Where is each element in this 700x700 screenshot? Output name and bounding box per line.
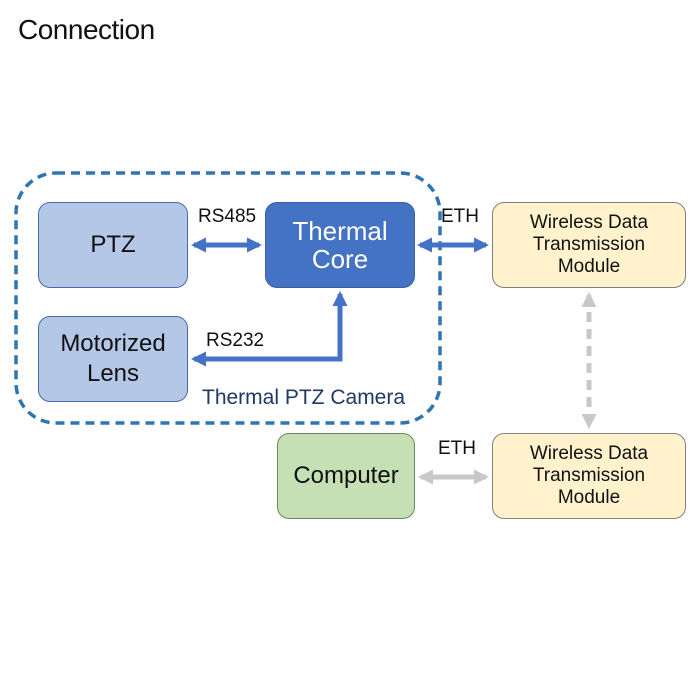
wireless-top-line1: Wireless Data (529, 212, 649, 233)
ptz-node: PTZ (38, 202, 188, 288)
wireless-module-top-node: Wireless Data Transmission Module (492, 202, 686, 288)
computer-label: Computer (293, 462, 399, 489)
rs232-label: RS232 (206, 330, 265, 351)
thermal-core-node: Thermal Core (265, 202, 415, 288)
thermal-core-line2: Core (311, 244, 369, 274)
wireless-bottom-line2: Transmission (532, 465, 646, 486)
wireless-top-line2: Transmission (532, 234, 646, 255)
eth-label-top: ETH (441, 206, 479, 227)
rs232-arrow (191, 291, 348, 367)
page-title: Connection (18, 14, 155, 45)
motorized-lens-line2: Lens (86, 360, 140, 387)
computer-node: Computer (277, 433, 415, 519)
ptz-label: PTZ (90, 231, 136, 258)
rs485-label: RS485 (198, 206, 257, 227)
wireless-top-line3: Module (557, 256, 621, 277)
camera-group-label: Thermal PTZ Camera (202, 386, 406, 409)
eth-label-bottom: ETH (438, 438, 476, 459)
camera-group-border (14, 171, 442, 425)
motorized-lens-line1: Motorized (60, 330, 166, 357)
wireless-bottom-line1: Wireless Data (529, 443, 649, 464)
thermal-core-line1: Thermal (292, 216, 388, 246)
wireless-module-bottom-node: Wireless Data Transmission Module (492, 433, 686, 519)
wireless-bottom-line3: Module (557, 487, 621, 508)
motorized-lens-node: Motorized Lens (38, 316, 188, 402)
